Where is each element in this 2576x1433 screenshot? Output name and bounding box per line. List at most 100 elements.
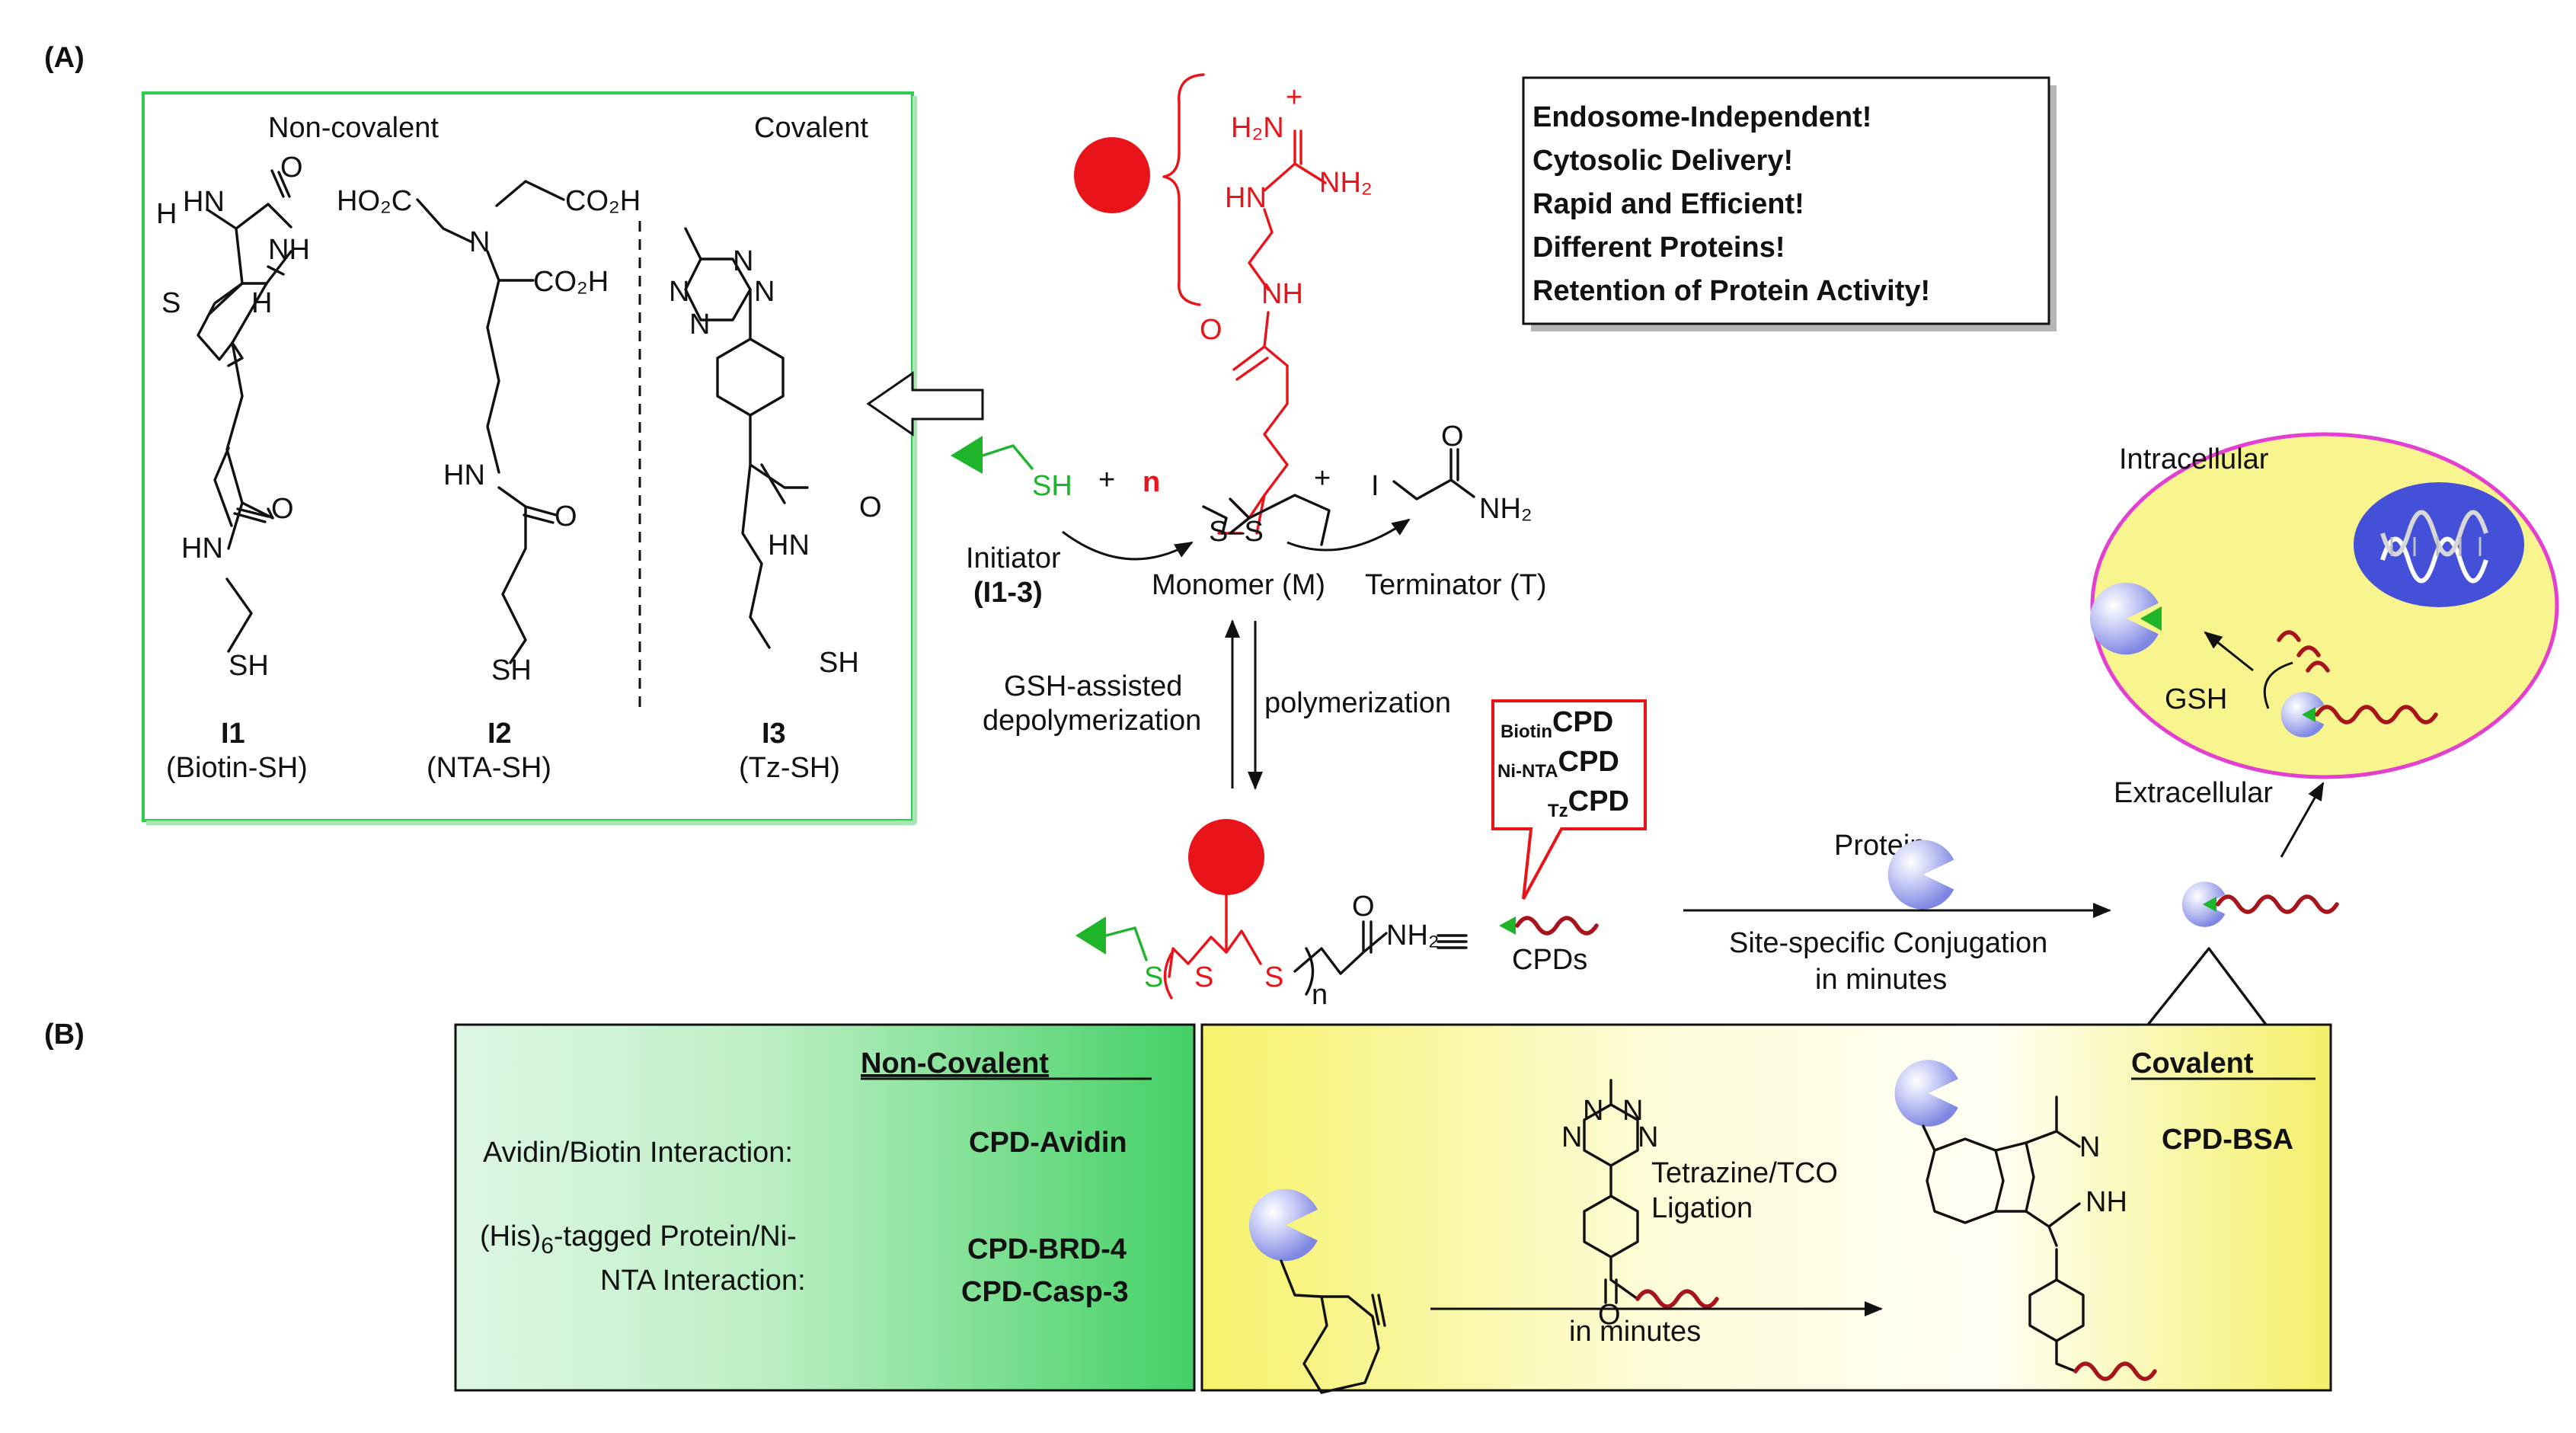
his-tag-label-2: NTA Interaction: xyxy=(600,1265,806,1297)
polymer-s3: S xyxy=(1264,961,1283,993)
conjugation-label-1: Site-specific Conjugation xyxy=(1729,927,2047,959)
i3-id: I3 xyxy=(762,718,786,750)
feature-3: Rapid and Efficient! xyxy=(1532,188,1804,220)
cpds-label: CPDs xyxy=(1512,944,1587,976)
uptake-arrow xyxy=(2280,782,2325,858)
cpds-group: CPDs xyxy=(1499,916,1599,976)
intracellular-label: Intracellular xyxy=(2119,443,2269,475)
i3-hn: HN xyxy=(768,529,810,561)
terminator-o: O xyxy=(1441,421,1464,453)
initiators-box: Non-covalent Covalent HN H O NH S H O HN xyxy=(142,91,917,825)
plus-2: + xyxy=(1314,462,1331,494)
i3-n3: N xyxy=(669,276,689,308)
initiation-arrow xyxy=(1062,530,1194,561)
tetrazine-reagent: N N N N O xyxy=(1561,1079,1719,1331)
cpd-bsa: CPD-BSA xyxy=(2162,1124,2293,1156)
cpd-brd4: CPD-BRD-4 xyxy=(967,1233,1127,1265)
monomer-h2n: H₂N xyxy=(1231,112,1284,144)
callout-ninta-cpd: Ni-NTACPD xyxy=(1497,746,1619,782)
cpd-green-triangle-icon xyxy=(1499,916,1516,935)
product-structure: N NH xyxy=(1894,1060,2157,1381)
i1-s: S xyxy=(161,287,181,319)
termination-arrow xyxy=(1286,518,1411,552)
panel-b-label: (B) xyxy=(44,1019,85,1051)
in-minutes-label: in minutes xyxy=(1569,1316,1701,1348)
i1-name: (Biotin-SH) xyxy=(166,752,308,784)
terminator-label: Terminator (T) xyxy=(1365,569,1547,601)
dithiolane-ring: n S–S xyxy=(1143,466,1331,548)
i1-hn2: HN xyxy=(181,533,223,565)
i3-sh: SH xyxy=(819,647,859,679)
green-triangle-icon xyxy=(951,436,983,474)
i1-id: I1 xyxy=(221,718,245,750)
i2-sh: SH xyxy=(491,654,532,686)
conjugation-label-2: in minutes xyxy=(1815,964,1947,996)
callout-biotin-cpd: BiotinCPD xyxy=(1501,706,1613,742)
noncovalent-title: Non-Covalent xyxy=(861,1048,1049,1080)
feature-1: Endosome-Independent! xyxy=(1532,101,1871,133)
i1-h1: H xyxy=(156,198,177,230)
polymerization-label: polymerization xyxy=(1264,687,1451,719)
cpd-casp3: CPD-Casp-3 xyxy=(961,1276,1129,1308)
i1-nh: NH xyxy=(268,234,310,266)
polymer-s1: S xyxy=(1144,961,1163,993)
i1-o: O xyxy=(280,152,303,184)
noncovalent-box: Non-Covalent Avidin/Biotin Interaction: … xyxy=(454,1023,1196,1392)
monomer-plus: + xyxy=(1286,82,1302,114)
feature-2: Cytosolic Delivery! xyxy=(1532,145,1793,177)
cpd-callout: BiotinCPD Ni-NTACPD TzCPD xyxy=(1491,699,1647,900)
ligation-label-1: Tetrazine/TCO xyxy=(1651,1157,1838,1189)
initiator-reagent: SH + Initiator (I1-3) xyxy=(951,436,1115,609)
polymer-structure: S S S n O NH₂ xyxy=(1075,819,1468,1011)
i2-ho2c: HO₂C xyxy=(337,185,412,217)
cpd-avidin: CPD-Avidin xyxy=(969,1127,1127,1159)
avidin-biotin-label: Avidin/Biotin Interaction: xyxy=(483,1137,793,1169)
polymer-o: O xyxy=(1352,891,1375,923)
polymer-nh2: NH₂ xyxy=(1386,920,1440,952)
cell: Intracellular GSH xyxy=(2089,432,2559,779)
monomer-label: Monomer (M) xyxy=(1152,569,1325,601)
noncovalent-heading: Non-covalent xyxy=(268,112,439,144)
feature-4: Different Proteins! xyxy=(1532,232,1785,264)
monomer-nh: NH xyxy=(1261,278,1303,310)
biotin-sh-structure: HN H O NH S H O HN SH I1 (Biotin-SH) xyxy=(156,152,310,784)
tz-n3: N xyxy=(1561,1121,1582,1153)
covalent-box: Covalent N N N N O Tetrazine/TCO Ligatio… xyxy=(1200,1023,2332,1394)
ligation-label-2: Ligation xyxy=(1651,1192,1753,1224)
initiator-label2: (I1-3) xyxy=(973,577,1043,609)
monomer-structure: H₂N + NH₂ HN NH O xyxy=(1074,73,1373,535)
i1-o2: O xyxy=(271,493,294,525)
feature-5: Retention of Protein Activity! xyxy=(1532,275,1930,307)
tco-protein xyxy=(1248,1188,1386,1394)
terminator-nh2: NH₂ xyxy=(1479,493,1532,525)
tz-sh-structure: N N N N O HN SH I3 (Tz-SH) xyxy=(669,227,882,784)
i2-o: O xyxy=(555,501,577,533)
i2-n: N xyxy=(469,226,490,258)
i2-name: (NTA-SH) xyxy=(427,752,551,784)
polymer-n: n xyxy=(1312,979,1328,1011)
i2-co2h-1: CO₂H xyxy=(565,185,641,217)
prod-nh: NH xyxy=(2085,1186,2127,1218)
covalent-heading: Covalent xyxy=(754,112,868,144)
initiator-label: Initiator xyxy=(966,542,1061,574)
polymer-red-circle-icon xyxy=(1188,819,1264,895)
his-tag-label-1: (His)6-tagged Protein/Ni- xyxy=(480,1220,797,1259)
features-box: Endosome-Independent! Cytosolic Delivery… xyxy=(1522,76,2057,331)
terminator-i: I xyxy=(1371,470,1379,502)
monomer-nh2: NH₂ xyxy=(1319,167,1373,199)
extracellular-label: Extracellular xyxy=(2114,777,2273,809)
zoom-lines xyxy=(2146,947,2268,1026)
covalent-title: Covalent xyxy=(2131,1048,2254,1080)
degraded-cpd-fragments xyxy=(2277,630,2330,673)
plus-1: + xyxy=(1098,464,1115,496)
terminator-reagent: I O NH₂ Terminator (T) xyxy=(1365,421,1547,601)
dna-icon xyxy=(2380,510,2488,584)
i2-id: I2 xyxy=(487,718,512,750)
gsh-label: GSH xyxy=(2165,683,2227,715)
i3-name: (Tz-SH) xyxy=(739,752,840,784)
callout-tz-cpd: TzCPD xyxy=(1548,785,1629,821)
hollow-arrow-icon xyxy=(866,371,984,437)
prod-n1: N xyxy=(2079,1131,2100,1163)
polymer-s2: S xyxy=(1194,961,1213,993)
i1-sh: SH xyxy=(229,650,269,682)
